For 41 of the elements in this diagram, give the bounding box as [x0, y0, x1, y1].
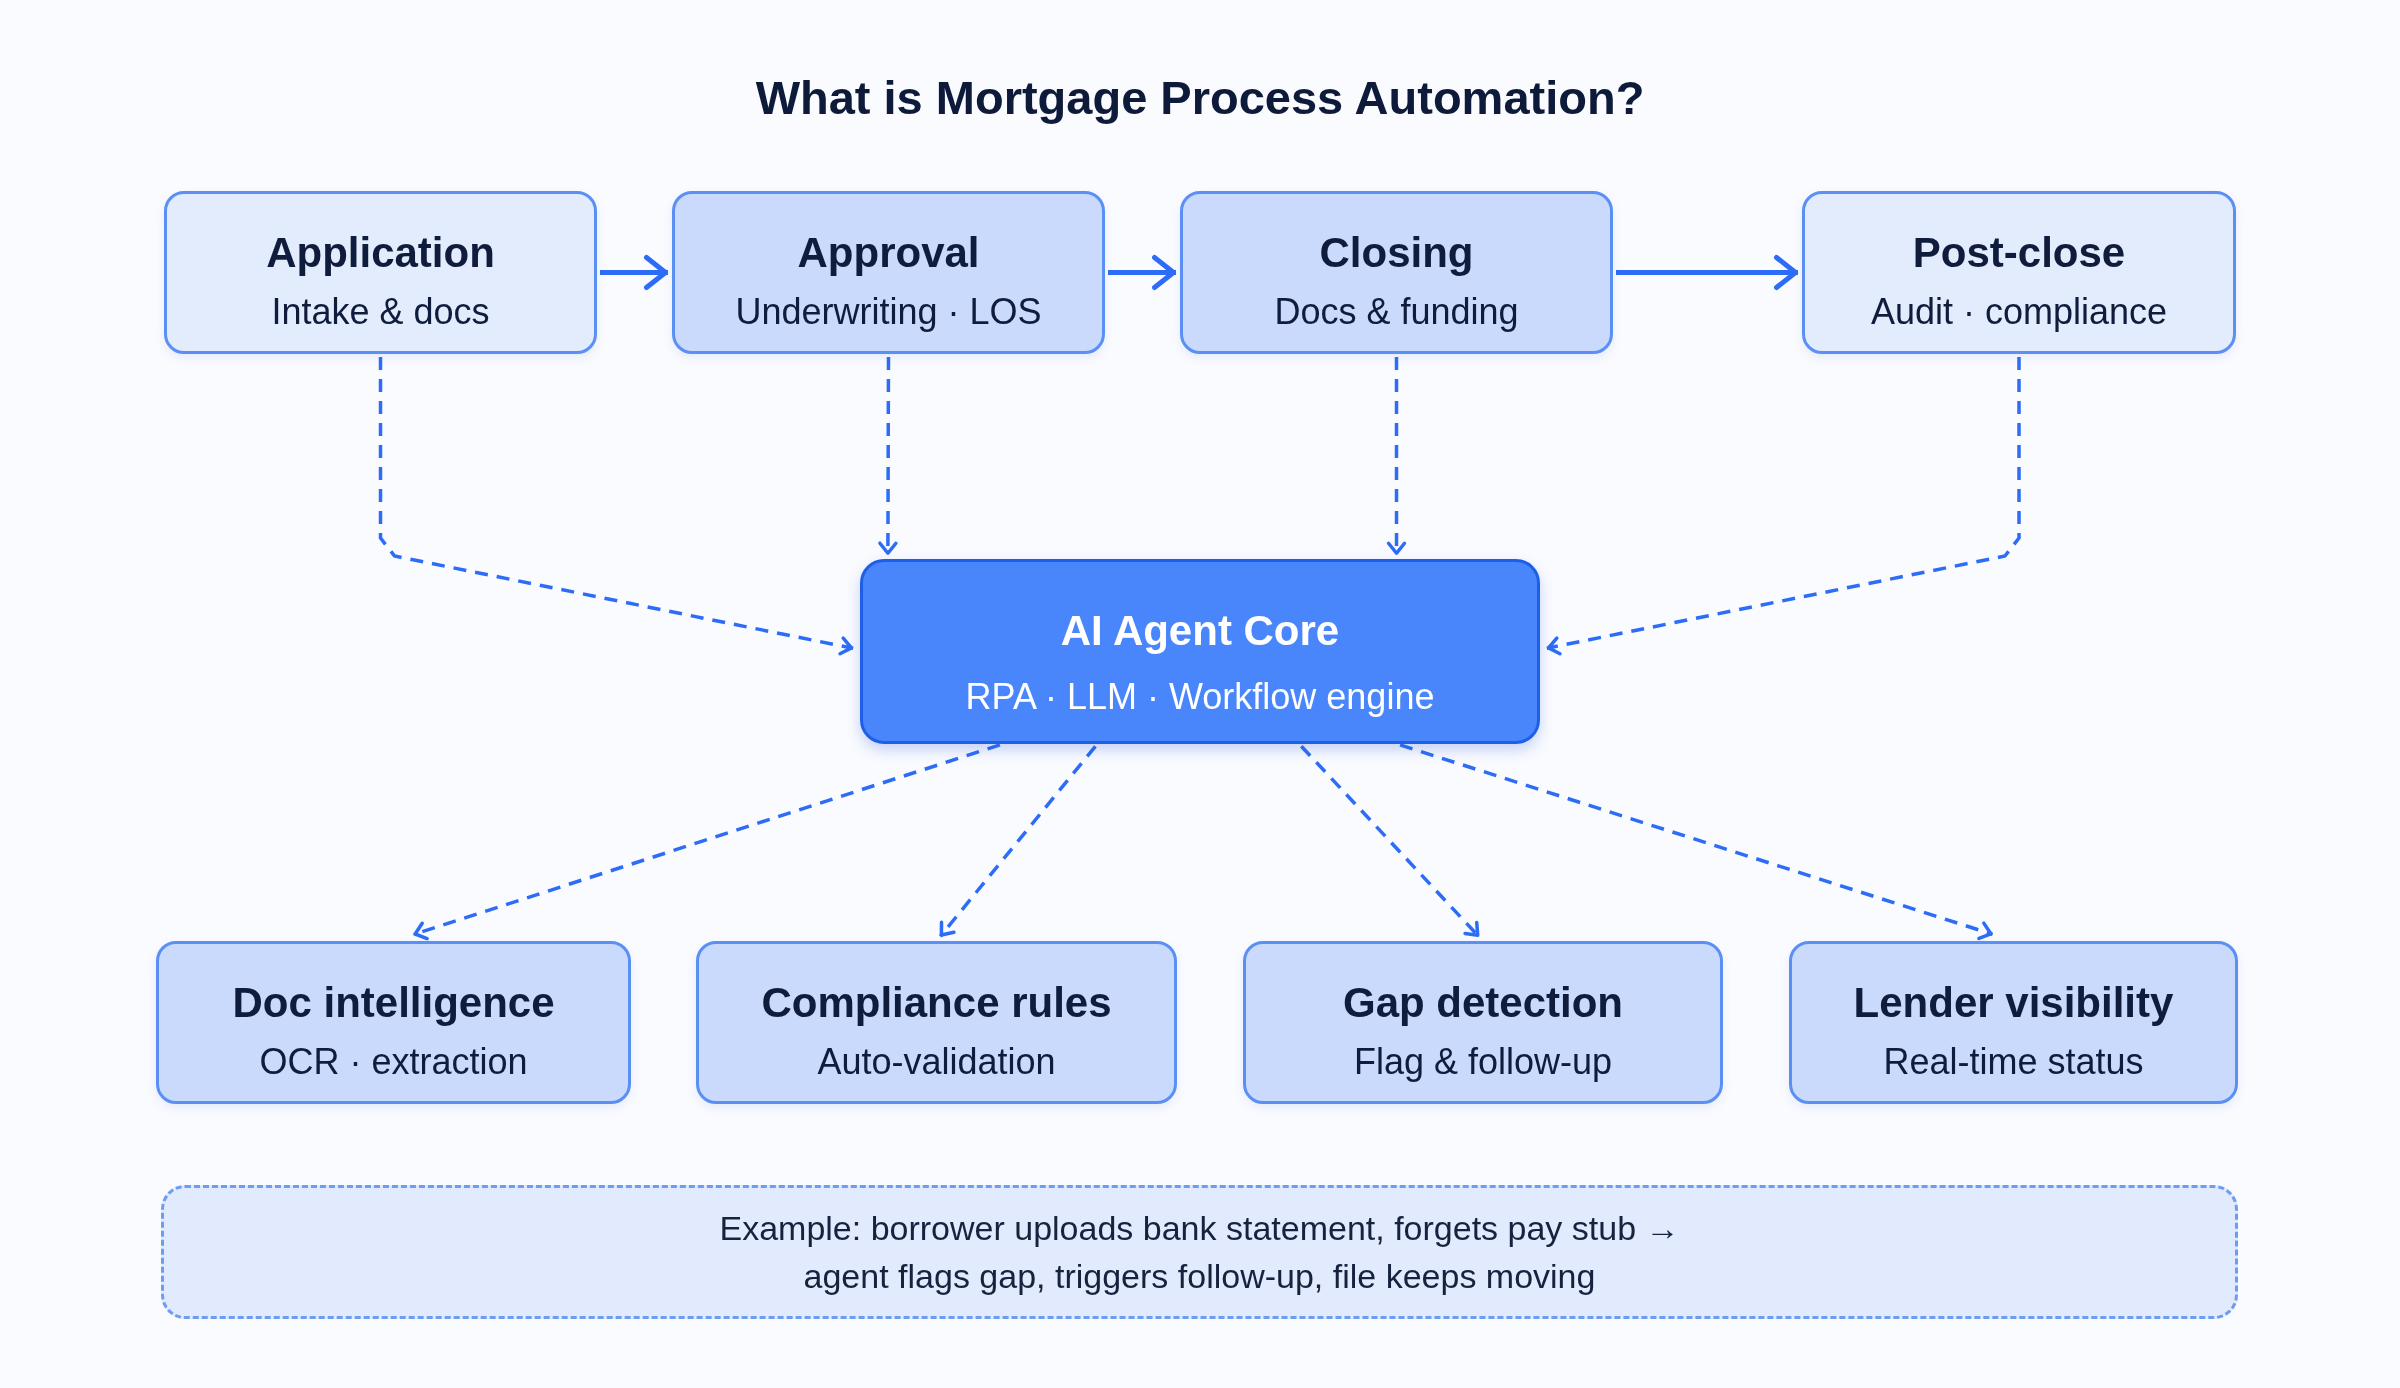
stage-box: [1180, 191, 1613, 354]
feature-box: [156, 941, 631, 1104]
box-subtitle: Audit · compliance: [1870, 289, 2168, 334]
box-subtitle: Real-time status: [1883, 1039, 2144, 1084]
box-title: Closing: [1319, 227, 1474, 278]
dashed-arrow: [1300, 745, 1481, 938]
box-title: Doc intelligence: [232, 977, 555, 1028]
box-subtitle: Underwriting · LOS: [735, 289, 1042, 334]
arrow: [600, 255, 668, 290]
box-subtitle: OCR · extraction: [259, 1039, 528, 1084]
box-subtitle: Flag & follow-up: [1353, 1039, 1613, 1084]
box-title: Post-close: [1912, 227, 2126, 278]
stage-box: [672, 191, 1105, 354]
feature-box: [696, 941, 1177, 1104]
box-title: Approval: [797, 227, 980, 278]
stage-box: [1802, 191, 2236, 354]
box-title: Compliance rules: [761, 977, 1112, 1028]
note-box: [161, 1185, 2238, 1319]
dashed-arrow: [1386, 357, 1407, 555]
dashed-arrow: [378, 357, 854, 656]
diagram-title: What is Mortgage Process Automation?: [754, 70, 1646, 126]
feature-box: [1243, 941, 1723, 1104]
box-title: Lender visibility: [1853, 977, 2174, 1028]
box-subtitle: Intake & docs: [271, 289, 490, 334]
stage-box: [164, 191, 597, 354]
hub-box: [860, 559, 1540, 744]
feature-box: [1789, 941, 2238, 1104]
dashed-arrow: [1399, 743, 1994, 941]
box-subtitle: Docs & funding: [1274, 289, 1519, 334]
dashed-arrow: [412, 743, 1001, 941]
example-note: Example: borrower uploads bank statement, forgets pay stub → agent flags gap, triggers follow-up, file keeps moving: [718, 1208, 1681, 1297]
box-title: AI Agent Core: [1060, 606, 1340, 656]
dashed-arrow: [1546, 357, 2021, 656]
box-subtitle: RPA · LLM · Workflow engine: [965, 675, 1435, 719]
box-title: Application: [266, 227, 495, 278]
arrow: [1616, 255, 1798, 290]
box-subtitle: Auto-validation: [817, 1039, 1056, 1084]
dashed-arrow: [938, 745, 1097, 938]
arrow: [1108, 255, 1176, 290]
box-title: Gap detection: [1342, 977, 1623, 1028]
dashed-arrow: [878, 357, 898, 555]
